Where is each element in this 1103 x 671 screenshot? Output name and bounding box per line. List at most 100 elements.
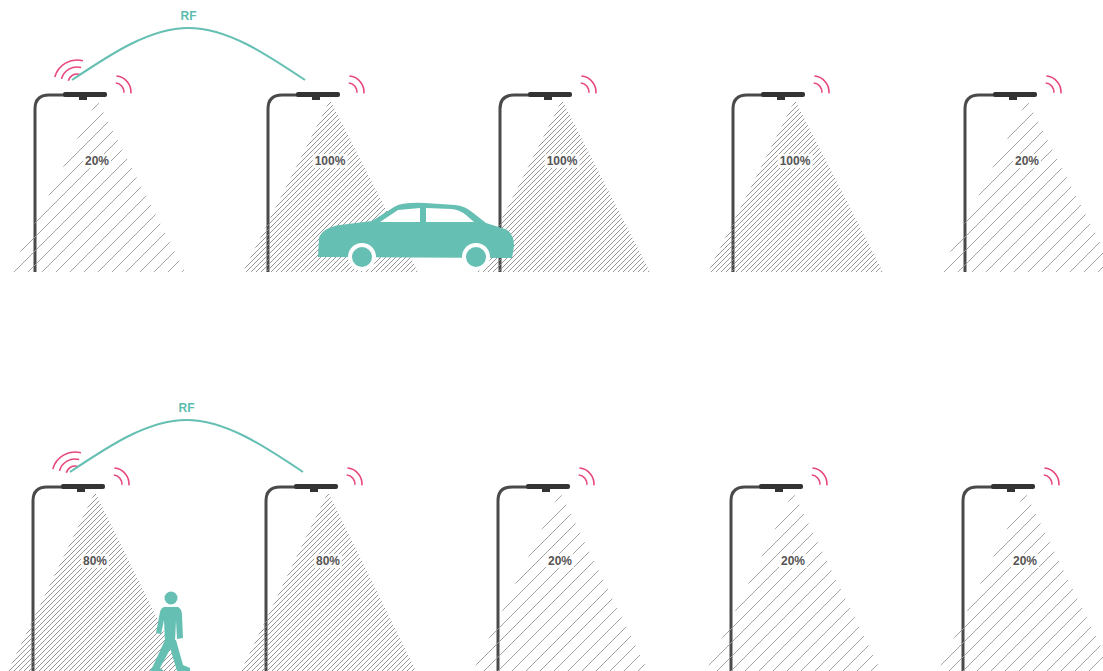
light-beam (243, 100, 418, 272)
lamp-head (526, 484, 570, 489)
car-wheel (352, 247, 372, 267)
signal-wave (579, 475, 587, 485)
link-label: RF (179, 401, 195, 415)
signal-wave (812, 475, 820, 485)
signal-wave (66, 466, 77, 473)
signal-wave (55, 60, 83, 77)
light-beam (8, 492, 183, 671)
light-beam (10, 100, 185, 272)
dimming-level: 100% (313, 154, 348, 168)
light-cone: 20% (10, 80, 185, 272)
lamp-lens (79, 97, 87, 100)
lamp-head (528, 92, 572, 97)
lamp-lens (1007, 489, 1015, 492)
signal-wave (1044, 468, 1059, 485)
car-window (426, 208, 474, 222)
light-beam (708, 100, 883, 272)
dimming-level: 20% (546, 554, 574, 568)
pedestrian-head (165, 592, 178, 605)
signal-wave (53, 452, 81, 469)
cone-shape (10, 80, 185, 272)
signal-wave (581, 83, 589, 93)
light-cone: 100% (475, 80, 650, 272)
cone-shape (243, 80, 418, 272)
light-cone: 100% (708, 80, 883, 272)
dimming-level: 100% (778, 154, 813, 168)
signal-wave (347, 475, 355, 485)
lamp-lens (777, 97, 785, 100)
dimming-level: 20% (1013, 154, 1041, 168)
signal-wave (1046, 76, 1061, 93)
signal-wave (347, 468, 362, 485)
lamp-lens (77, 489, 85, 492)
light-beam (940, 100, 1103, 272)
car-wheel (348, 243, 376, 271)
pedestrian-leg (150, 640, 174, 671)
lamp-head (759, 484, 803, 489)
light-cone: 20% (938, 472, 1103, 671)
signal-wave (1046, 83, 1054, 93)
light-cone: 20% (940, 80, 1103, 272)
signal-wave (62, 67, 82, 79)
car-wheel (462, 243, 490, 271)
light-beam (241, 492, 416, 671)
lamp-head (294, 484, 338, 489)
rf-link (70, 420, 303, 472)
dimming-level: 100% (545, 154, 580, 168)
lamp-lens (542, 489, 550, 492)
signal-wave (814, 83, 822, 93)
dimming-level: 80% (81, 554, 109, 568)
pedestrian-illustration (150, 592, 190, 671)
signal-wave (116, 83, 124, 93)
cone-shape (8, 472, 183, 671)
signal-wave (60, 459, 80, 471)
lamp-head (761, 92, 805, 97)
lamp-head (296, 92, 340, 97)
link-label: RF (181, 9, 197, 23)
dimming-level: 20% (779, 554, 807, 568)
car-body (318, 203, 514, 258)
light-cone: 100% (243, 80, 418, 272)
signal-wave (814, 76, 829, 93)
light-cone: 20% (473, 472, 648, 671)
cone-shape (940, 80, 1103, 272)
cone-shape (475, 80, 650, 272)
cone-shape (473, 472, 648, 671)
lamp-head (991, 484, 1035, 489)
dimming-level: 20% (1011, 554, 1039, 568)
cone-shape (706, 472, 881, 671)
car-illustration (318, 203, 514, 271)
rf-link (72, 28, 305, 80)
light-cone: 20% (706, 472, 881, 671)
cone-shape (708, 80, 883, 272)
dimming-level: 80% (314, 554, 342, 568)
cone-shape (938, 472, 1103, 671)
pedestrian-leg (168, 640, 190, 671)
signal-wave (1044, 475, 1052, 485)
lamp-head (61, 484, 105, 489)
lamp-head (63, 92, 107, 97)
lamp-lens (310, 489, 318, 492)
signal-wave (114, 468, 129, 485)
light-beam (473, 492, 648, 671)
signal-wave (68, 74, 79, 81)
lamp-lens (1009, 97, 1017, 100)
car-window (380, 208, 420, 222)
signal-wave (812, 468, 827, 485)
light-beam (938, 492, 1103, 671)
lamp-lens (544, 97, 552, 100)
signal-wave (579, 468, 594, 485)
lamp-head (993, 92, 1037, 97)
dimming-level: 20% (83, 154, 111, 168)
light-beam (706, 492, 881, 671)
light-cone: 80% (8, 472, 183, 671)
signal-wave (349, 76, 364, 93)
signal-wave (581, 76, 596, 93)
cone-shape (241, 472, 416, 671)
pedestrian-body (156, 607, 183, 642)
light-cone: 80% (241, 472, 416, 671)
lamp-lens (775, 489, 783, 492)
light-beam (475, 100, 650, 272)
signal-wave (349, 83, 357, 93)
car-wheel (466, 247, 486, 267)
